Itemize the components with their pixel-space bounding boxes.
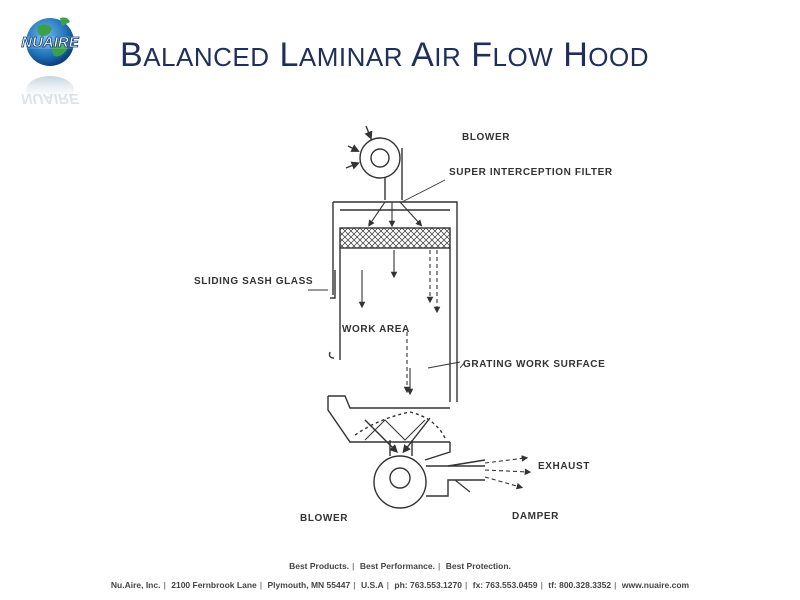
title-word: FLOW [471, 36, 554, 74]
nuaire-logo: NUAIRE NUAIRE [12, 17, 88, 107]
footer-address: Nu.Aire, Inc.| 2100 Fernbrook Lane| Plym… [110, 580, 690, 590]
company-name: Nu.Aire, Inc. [110, 580, 161, 590]
leader-lines [308, 179, 466, 369]
grating-plenum [327, 361, 461, 461]
title-word: LAMINAR [279, 36, 404, 74]
title-word: AIR [411, 36, 462, 74]
bottom-blower [373, 440, 486, 509]
fax: fx: 763.553.0459 [472, 580, 538, 590]
street-address: 2100 Fernbrook Lane [171, 580, 257, 590]
exhaust-arrows [484, 455, 532, 490]
label-blower-bottom: BLOWER [300, 513, 349, 524]
label-filter: SUPER INTERCEPTION FILTER [449, 167, 613, 178]
label-work-area: WORK AREA [342, 324, 410, 335]
svg-text:NUAIRE: NUAIRE [21, 34, 79, 51]
label-grating: GRATING WORK SURFACE [463, 359, 606, 370]
cabinet [328, 201, 458, 402]
label-exhaust: EXHAUST [538, 461, 590, 472]
title-word: HOOD [563, 36, 649, 74]
tagline-item: Best Protection. [445, 561, 511, 571]
label-sash: SLIDING SASH GLASS [194, 276, 314, 287]
website-link[interactable]: www.nuaire.com [621, 580, 690, 590]
tagline-item: Best Products. [289, 561, 350, 571]
city-address: Plymouth, MN 55447 [267, 580, 351, 590]
tagline-item: Best Performance. [359, 561, 435, 571]
toll-free: tf: 800.328.3352 [548, 580, 612, 590]
airflow-arrows [358, 201, 441, 396]
country: U.S.A [360, 580, 384, 590]
hood-schematic [308, 125, 532, 509]
page-title: BALANCED LAMINAR AIR FLOW HOOD [120, 36, 649, 75]
phone: ph: 763.553.1270 [394, 580, 462, 590]
footer-tagline: Best Products.| Best Performance.| Best … [289, 561, 511, 571]
svg-text:NUAIRE: NUAIRE [21, 90, 79, 107]
hood-diagram: BLOWER SUPER INTERCEPTION FILTER SLIDING… [180, 120, 640, 540]
top-blower [345, 125, 403, 200]
label-blower-top: BLOWER [462, 132, 511, 143]
title-word: BALANCED [120, 36, 270, 74]
label-damper: DAMPER [512, 511, 559, 522]
